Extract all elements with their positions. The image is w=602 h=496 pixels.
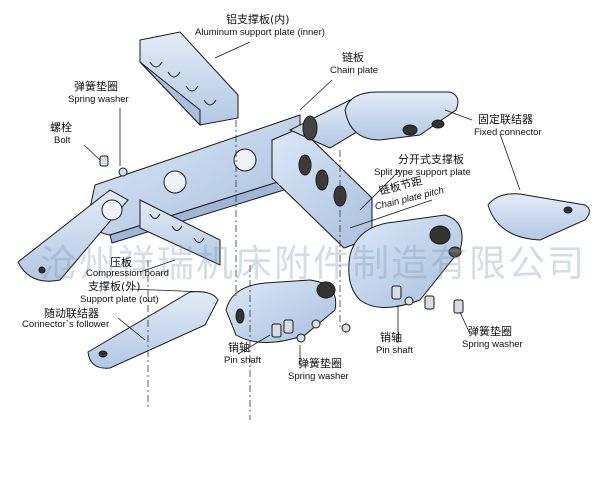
label-bolt-en: Bolt [54, 135, 71, 146]
aluminum-support-plate [139, 31, 239, 127]
label-aluminum-en: Aluminum support plate (inner) [195, 27, 325, 38]
label-aluminum-cn: 铝支撑板(内) [226, 13, 290, 26]
label-support-out-en: Support plate (out) [80, 294, 159, 305]
label-pin-left-en: Pin shaft [224, 355, 261, 366]
label-follower-cn: 随动联结器 [44, 307, 99, 320]
chain-plate-right [348, 214, 463, 308]
label-follower-en: Connector`s follower [22, 319, 110, 330]
label-bolt-cn: 螺栓 [50, 121, 72, 134]
chain-plate-holes [38, 148, 257, 274]
fixed-connector [344, 91, 459, 141]
label-split-en: Split type support plate [374, 167, 471, 178]
label-spring-top-cn: 弹簧垫圈 [74, 80, 118, 93]
label-spring-right-cn: 弹簧垫圈 [468, 325, 512, 338]
label-fixed-cn: 固定联结器 [478, 113, 533, 126]
support-plate-out [225, 279, 337, 343]
compression-board [139, 199, 221, 266]
watermark-text: 沧州祥瑞机床附件制造有限公司 [40, 242, 586, 285]
pitch-dimension [349, 199, 433, 229]
label-pin-right-en: Pin shaft [376, 345, 413, 356]
label-split-cn: 分开式支撑板 [398, 153, 464, 166]
label-spring-mid-cn: 弹簧垫圈 [298, 357, 342, 370]
label-support-out-cn: 支撑板(外) [88, 280, 141, 293]
fasteners [99, 155, 464, 343]
label-chain-cn: 链板 [342, 51, 364, 64]
label-chain-en: Chain plate [330, 65, 379, 76]
label-pin-left-cn: 销轴 [228, 341, 250, 354]
label-compression-en: Compression board [86, 268, 169, 279]
label-compression-cn: 压板 [110, 256, 132, 269]
label-spring-mid-en: Spring washer [288, 371, 349, 382]
label-spring-top-en: Spring washer [68, 94, 129, 105]
chain-plate-left [89, 114, 301, 244]
label-pin-right-cn: 销轴 [380, 331, 402, 344]
split-support-plate [271, 127, 373, 249]
fixed-connector-right [487, 193, 590, 241]
leader-lines [83, 41, 521, 366]
label-spring-right-en: Spring washer [462, 339, 523, 350]
guide-lines [147, 120, 341, 420]
label-fixed-en: Fixed connector [474, 127, 542, 138]
